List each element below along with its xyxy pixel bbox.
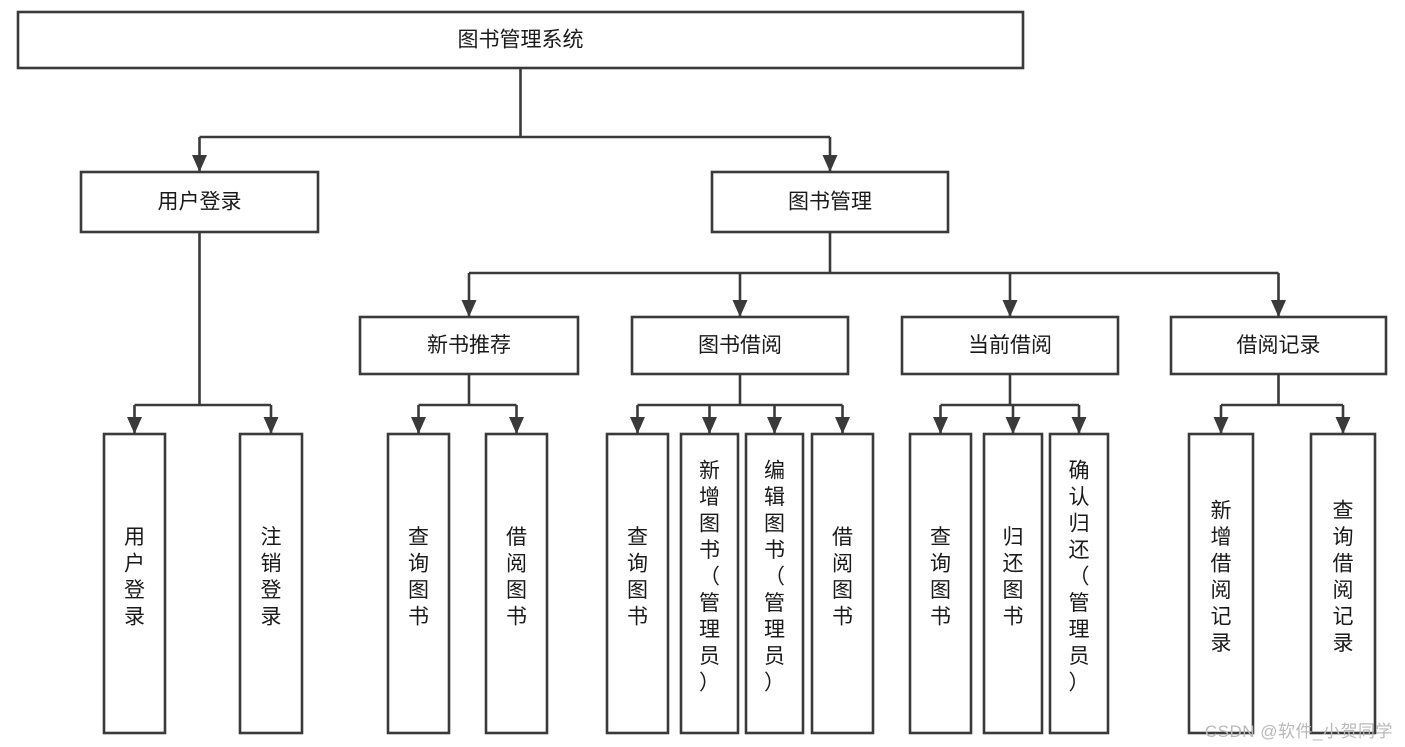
node-label: 注销登录 [261, 526, 282, 629]
arrow-head-icon [192, 155, 207, 172]
node-leaf_8[interactable]: 查询图书 [908, 432, 973, 735]
node-label: 借阅记录 [1237, 334, 1321, 357]
node-box[interactable] [710, 170, 950, 234]
node-box[interactable] [900, 315, 1120, 376]
node-leaf_10[interactable]: 确认归还（管理员） [1048, 432, 1110, 735]
node-leaf_3[interactable]: 借阅图书 [484, 432, 549, 735]
node-leaf_4[interactable]: 查询图书 [605, 432, 670, 735]
node-box[interactable] [1309, 432, 1377, 735]
node-label: 查询借阅记录 [1333, 499, 1354, 655]
arrow-head-icon [835, 417, 850, 434]
node-box[interactable] [1187, 432, 1255, 735]
node-leaf_11[interactable]: 新增借阅记录 [1187, 432, 1255, 735]
node-leaf_12[interactable]: 查询借阅记录 [1309, 432, 1377, 735]
arrow-head-icon [127, 417, 142, 434]
node-label: 查询图书 [627, 526, 648, 629]
node-box[interactable] [16, 10, 1025, 70]
node-leaf_6[interactable]: 编辑图书（管理员） [744, 432, 805, 735]
connector-layer [127, 68, 1351, 434]
node-root[interactable]: 图书管理系统 [16, 10, 1025, 70]
arrow-head-icon [411, 417, 426, 434]
node-box[interactable] [79, 170, 320, 234]
node-box[interactable] [102, 432, 167, 735]
arrow-head-icon [461, 300, 477, 317]
node-label: 查询图书 [408, 526, 429, 629]
node-label: 用户登录 [124, 526, 145, 629]
arrow-head-icon [1005, 417, 1021, 434]
node-label: 编辑图书（管理员） [764, 460, 785, 695]
arrow-head-icon [1335, 417, 1351, 434]
node-leaf_9[interactable]: 归还图书 [982, 432, 1044, 735]
node-label: 新书推荐 [427, 334, 511, 357]
node-box[interactable] [1169, 315, 1388, 376]
arrow-head-icon [1002, 300, 1018, 317]
node-box[interactable] [679, 432, 740, 735]
node-box[interactable] [1048, 432, 1110, 735]
node-layer: 图书管理系统用户登录图书管理新书推荐图书借阅当前借阅借阅记录用户登录注销登录查询… [16, 10, 1388, 735]
node-leaf_0[interactable]: 用户登录 [102, 432, 167, 735]
arrow-head-icon [509, 417, 524, 434]
node-l2_3[interactable]: 借阅记录 [1169, 315, 1388, 376]
node-l2_2[interactable]: 当前借阅 [900, 315, 1120, 376]
node-box[interactable] [484, 432, 549, 735]
node-leaf_1[interactable]: 注销登录 [238, 432, 304, 735]
node-l2_0[interactable]: 新书推荐 [358, 315, 580, 376]
node-label: 借阅图书 [506, 526, 527, 629]
node-box[interactable] [630, 315, 850, 376]
node-label: 借阅图书 [832, 526, 853, 629]
arrow-head-icon [263, 417, 279, 434]
arrow-head-icon [702, 417, 717, 434]
node-l1_1[interactable]: 图书管理 [710, 170, 950, 234]
node-box[interactable] [386, 432, 451, 735]
node-leaf_5[interactable]: 新增图书（管理员） [679, 432, 740, 735]
node-box[interactable] [908, 432, 973, 735]
node-leaf_2[interactable]: 查询图书 [386, 432, 451, 735]
node-label: 图书管理系统 [458, 29, 584, 52]
node-label: 图书管理 [788, 191, 872, 214]
node-box[interactable] [744, 432, 805, 735]
node-box[interactable] [982, 432, 1044, 735]
arrow-head-icon [1213, 417, 1229, 434]
node-label: 新增借阅记录 [1211, 499, 1232, 655]
node-box[interactable] [605, 432, 670, 735]
node-label: 新增图书（管理员） [699, 460, 720, 695]
node-label: 归还图书 [1003, 526, 1024, 629]
node-leaf_7[interactable]: 借阅图书 [810, 432, 875, 735]
arrow-head-icon [767, 417, 782, 434]
node-label: 用户登录 [158, 191, 242, 214]
node-box[interactable] [810, 432, 875, 735]
arrow-head-icon [630, 417, 645, 434]
arrow-head-icon [822, 155, 838, 172]
node-label: 查询图书 [930, 526, 951, 629]
arrow-head-icon [1071, 417, 1087, 434]
node-l2_1[interactable]: 图书借阅 [630, 315, 850, 376]
node-label: 确认归还（管理员） [1069, 460, 1090, 695]
arrow-head-icon [732, 300, 748, 317]
node-label: 当前借阅 [968, 334, 1052, 357]
node-label: 图书借阅 [698, 334, 782, 357]
node-l1_0[interactable]: 用户登录 [79, 170, 320, 234]
node-box[interactable] [238, 432, 304, 735]
arrow-head-icon [1271, 300, 1286, 317]
node-box[interactable] [358, 315, 580, 376]
arrow-head-icon [933, 417, 948, 434]
